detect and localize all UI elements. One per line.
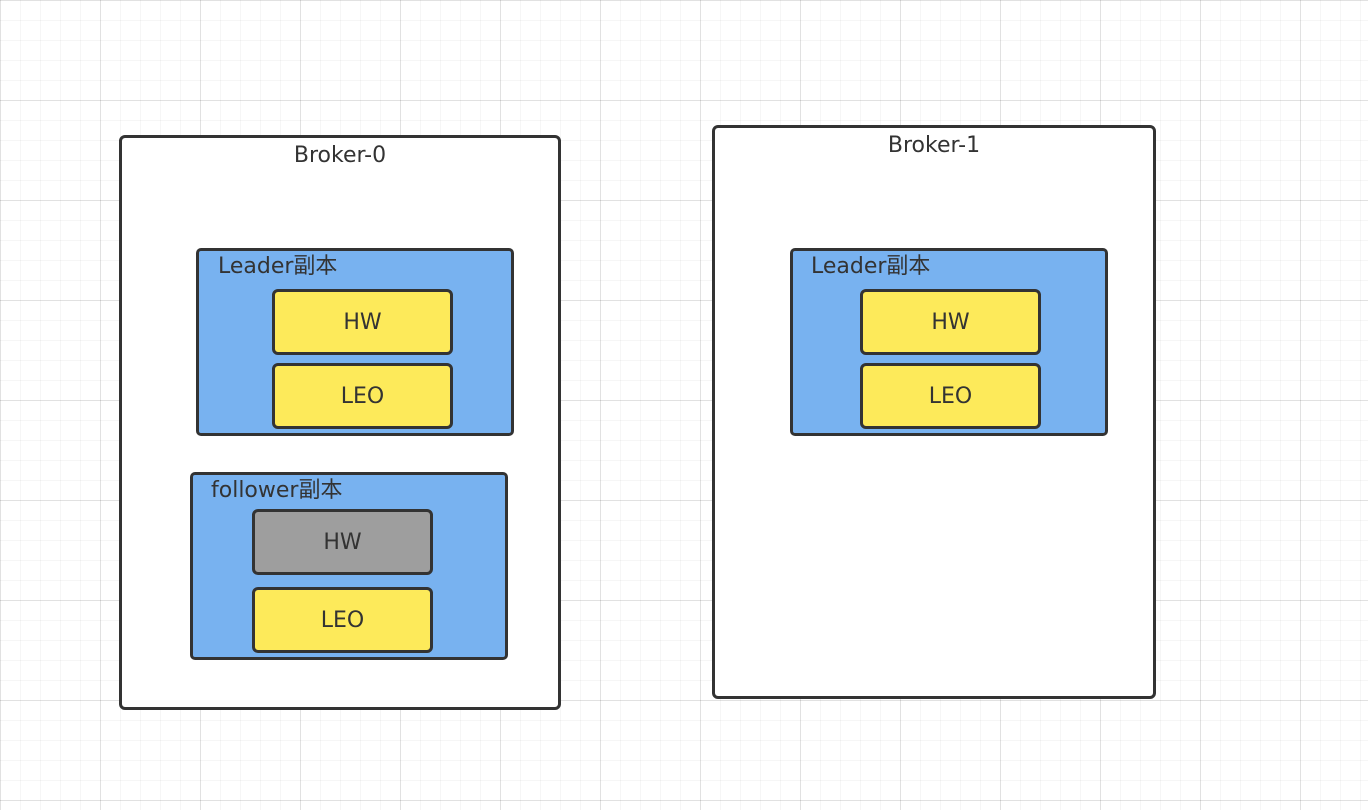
broker-1-title: Broker-1 bbox=[887, 133, 981, 158]
broker-0-follower-replica-label: follower副本 bbox=[211, 478, 343, 503]
broker-0-leader-hw: HW bbox=[272, 289, 453, 355]
broker-0-follower-replica: follower副本 HW LEO bbox=[190, 472, 508, 660]
broker-0-follower-leo: LEO bbox=[252, 587, 433, 653]
broker-0-title: Broker-0 bbox=[293, 143, 387, 168]
broker-1-box: Broker-1 Leader副本 HW LEO bbox=[712, 125, 1156, 699]
broker-1-leader-leo: LEO bbox=[860, 363, 1041, 429]
broker-1-leader-hw: HW bbox=[860, 289, 1041, 355]
broker-1-leader-replica-label: Leader副本 bbox=[811, 254, 931, 279]
broker-1-leader-replica: Leader副本 HW LEO bbox=[790, 248, 1108, 436]
broker-0-leader-replica-label: Leader副本 bbox=[218, 254, 338, 279]
broker-0-box: Broker-0 Leader副本 HW LEO follower副本 HW L… bbox=[119, 135, 561, 710]
broker-0-leader-leo: LEO bbox=[272, 363, 453, 429]
broker-0-follower-hw: HW bbox=[252, 509, 433, 575]
broker-0-leader-replica: Leader副本 HW LEO bbox=[196, 248, 514, 436]
